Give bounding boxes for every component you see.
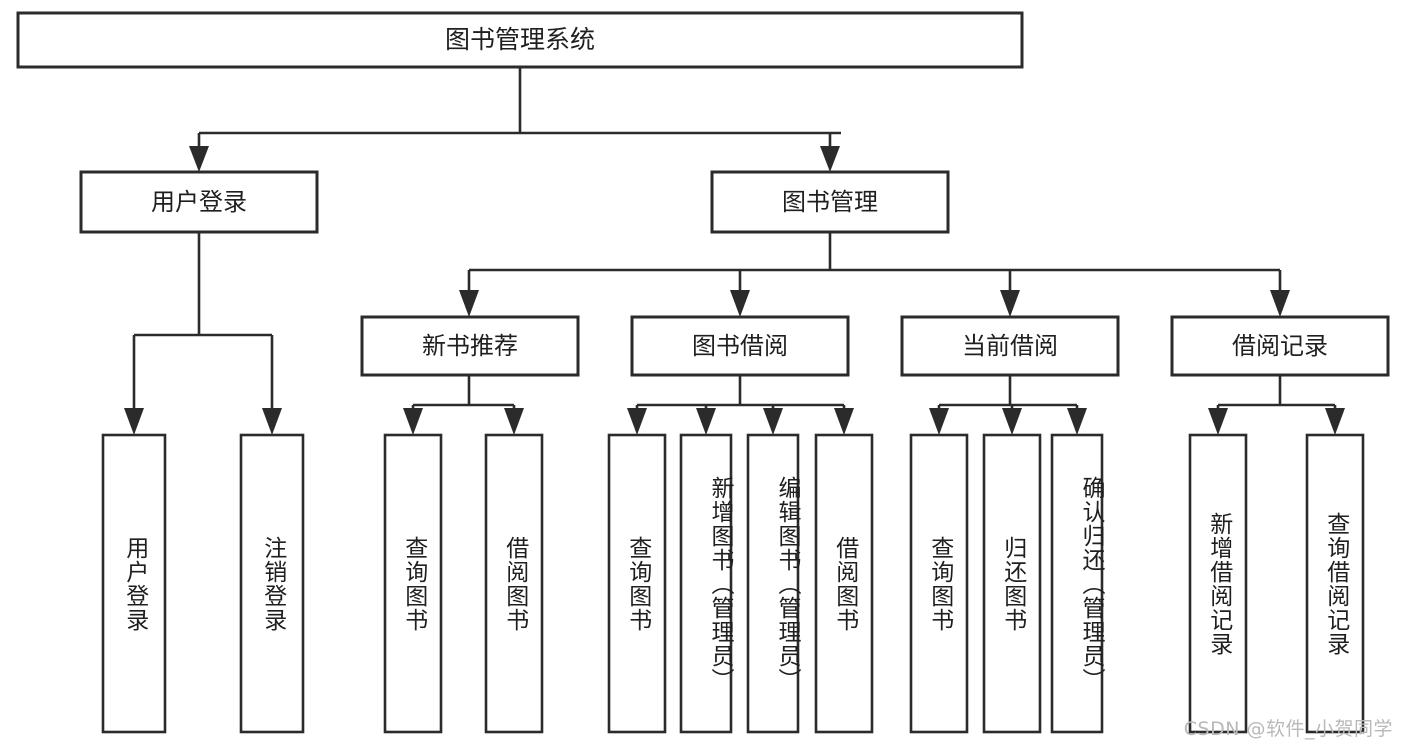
node-current-borrow[interactable]: 当前借阅 (900, 315, 1120, 377)
node-book-borrow-label: 图书借阅 (692, 332, 788, 360)
connector-group-root (189, 67, 841, 172)
arrowhead-leaf-borrow-book-1 (504, 408, 524, 435)
arrowhead-leaf-return-book (1002, 408, 1022, 435)
node-book-mgmt[interactable]: 图书管理 (710, 170, 950, 234)
arrowhead-book-mgmt (820, 146, 840, 172)
arrowhead-leaf-query-record (1325, 408, 1345, 435)
arrowhead-leaf-query-book-1 (403, 408, 423, 435)
leaf-box-user-login[interactable] (101, 433, 167, 734)
node-current-borrow-box[interactable] (900, 315, 1120, 377)
node-borrow-record-box[interactable] (1170, 315, 1390, 377)
leaf-box-query-book-1[interactable] (383, 433, 443, 734)
connector-group-book-borrow (627, 375, 854, 435)
leaf-box-query-book-3[interactable] (909, 433, 969, 734)
leaf-box-borrow-book-2[interactable] (814, 433, 874, 734)
arrowhead-leaf-logout (262, 408, 282, 435)
arrowhead-leaf-query-book-3 (929, 408, 949, 435)
arrowhead-book-borrow (730, 290, 750, 317)
arrowhead-leaf-edit-book (763, 408, 783, 435)
arrowhead-leaf-query-book-2 (627, 408, 647, 435)
node-root-box[interactable] (16, 11, 1024, 69)
node-user-login[interactable]: 用户登录 (79, 170, 319, 234)
connector-group-current-borrow (929, 375, 1087, 435)
node-borrow-record[interactable]: 借阅记录 (1170, 315, 1390, 377)
arrowhead-user-login (189, 146, 209, 172)
leaf-box-return-book[interactable] (982, 433, 1042, 734)
arrowhead-leaf-user-login (124, 408, 144, 435)
connector-group-book-mgmt (459, 232, 1290, 317)
node-root[interactable]: 图书管理系统 (16, 11, 1024, 69)
arrowhead-new-book-rec (459, 290, 479, 317)
leaf-box-edit-book[interactable] (746, 433, 800, 734)
leaf-box-add-book[interactable] (679, 433, 733, 734)
arrowhead-borrow-record (1270, 290, 1290, 317)
connector-group-user-login (124, 232, 282, 435)
node-current-borrow-label: 当前借阅 (962, 332, 1058, 360)
leaf-box-add-record[interactable] (1188, 433, 1248, 734)
arrowhead-leaf-confirm-return (1067, 408, 1087, 435)
node-book-mgmt-box[interactable] (710, 170, 950, 234)
leaf-box-borrow-book-1[interactable] (484, 433, 544, 734)
arrowhead-leaf-add-book (696, 408, 716, 435)
connector-group-borrow-record (1208, 375, 1345, 435)
arrowhead-leaf-borrow-book-2 (834, 408, 854, 435)
node-borrow-record-label: 借阅记录 (1232, 332, 1328, 360)
node-new-book-rec[interactable]: 新书推荐 (360, 315, 580, 377)
connector-group-new-book-rec (403, 375, 524, 435)
arrowhead-current-borrow (1000, 290, 1020, 317)
node-new-book-rec-box[interactable] (360, 315, 580, 377)
node-new-book-rec-label: 新书推荐 (422, 332, 518, 360)
node-book-borrow[interactable]: 图书借阅 (630, 315, 850, 377)
node-user-login-box[interactable] (79, 170, 319, 234)
leaf-box-query-record[interactable] (1305, 433, 1365, 734)
leaf-box-confirm-return[interactable] (1050, 433, 1104, 734)
node-book-borrow-box[interactable] (630, 315, 850, 377)
node-book-mgmt-label: 图书管理 (782, 188, 878, 216)
node-user-login-label: 用户登录 (151, 188, 247, 216)
leaf-box-query-book-2[interactable] (607, 433, 667, 734)
node-root-label: 图书管理系统 (445, 25, 595, 54)
leaf-box-logout[interactable] (239, 433, 305, 734)
arrowhead-leaf-add-record (1208, 408, 1228, 435)
csdn-watermark: CSDN @软件_小贺同学 (1183, 718, 1393, 740)
